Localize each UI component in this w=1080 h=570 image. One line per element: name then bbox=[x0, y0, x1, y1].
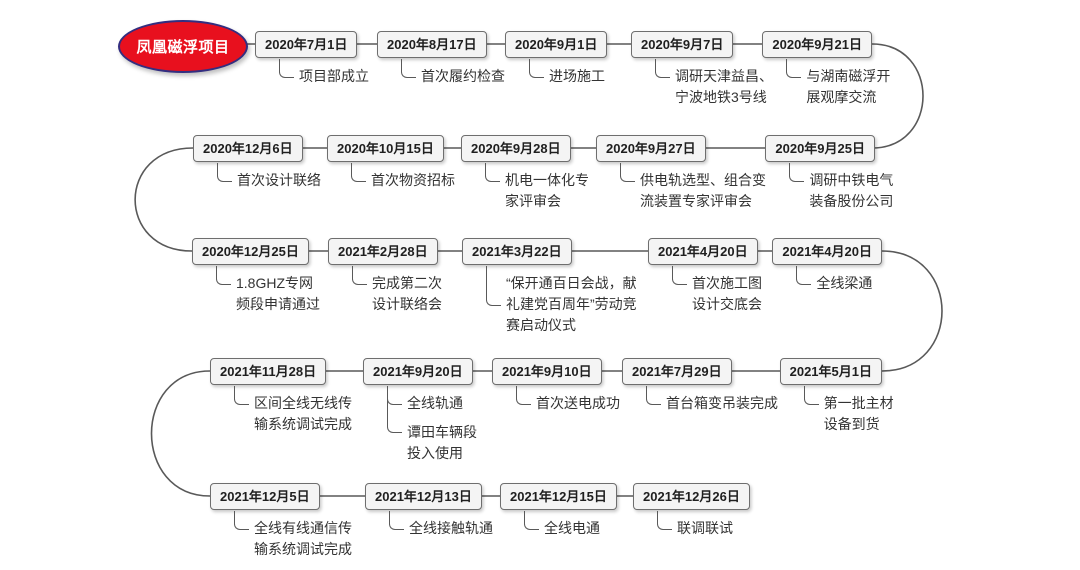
milestone-label: “保开通百日会战，献 礼建党百周年”劳动竞 赛启动仪式 bbox=[506, 275, 637, 333]
elbow-connector-icon bbox=[803, 386, 819, 405]
milestone-node: 2020年8月17日 首次履约检查 bbox=[377, 31, 505, 84]
milestone-date-box[interactable]: 2021年9月20日 bbox=[363, 358, 473, 385]
milestone-node: 2020年10月15日 首次物资招标 bbox=[327, 135, 455, 188]
milestone-node: 2020年9月25日 调研中铁电气 装备股份公司 bbox=[765, 135, 893, 209]
project-title: 凤凰磁浮项目 bbox=[136, 39, 230, 56]
milestone-node: 2020年9月28日 机电一体化专 家评审会 bbox=[461, 135, 589, 209]
milestone-node: 2021年5月1日 第一批主材 设备到货 bbox=[779, 358, 894, 432]
elbow-connector-icon bbox=[485, 163, 500, 182]
milestone-node: 2020年9月21日 与湖南磁浮开 展观摩交流 bbox=[762, 31, 890, 105]
elbow-connector-icon bbox=[672, 266, 687, 285]
milestone-label: 第一批主材 设备到货 bbox=[823, 395, 894, 432]
milestone-node: 2021年9月10日 首次送电成功 bbox=[492, 358, 620, 411]
milestone-date-box[interactable]: 2021年12月5日 bbox=[210, 483, 320, 510]
milestone-node: 2021年12月26日 联调联试 bbox=[633, 483, 750, 536]
milestone-label: 首次物资招标 bbox=[371, 172, 455, 188]
elbow-connector-icon bbox=[351, 163, 366, 182]
milestone-label: 联调联试 bbox=[677, 520, 733, 536]
elbow-connector-icon bbox=[796, 266, 812, 285]
milestone-label: 调研天津益昌、 宁波地铁3号线 bbox=[675, 68, 773, 105]
project-title-ellipse[interactable]: 凤凰磁浮项目 bbox=[118, 20, 248, 73]
milestone-date-box[interactable]: 2020年9月21日 bbox=[762, 31, 872, 58]
milestone-date-box[interactable]: 2021年3月22日 bbox=[462, 238, 572, 265]
milestone-node: 2020年9月1日 进场施工 bbox=[505, 31, 608, 84]
milestone-node: 2021年12月13日 全线接触轨通 bbox=[365, 483, 493, 536]
milestone-label: 首次设计联络 bbox=[237, 172, 321, 188]
elbow-connector-icon bbox=[389, 511, 404, 530]
elbow-connector-icon bbox=[234, 386, 249, 405]
milestone-date-box[interactable]: 2020年9月28日 bbox=[461, 135, 571, 162]
milestone-node: 2021年11月28日 区间全线无线传 输系统调试完成 bbox=[210, 358, 352, 432]
milestone-date-box[interactable]: 2021年7月29日 bbox=[622, 358, 732, 385]
milestone-label: 首次施工图 设计交底会 bbox=[692, 275, 762, 312]
elbow-connector-icon bbox=[620, 163, 635, 182]
milestone-node: 2021年2月28日 完成第二次 设计联络会 bbox=[328, 238, 442, 312]
milestone-date-box[interactable]: 2020年9月27日 bbox=[596, 135, 706, 162]
milestone-date-box[interactable]: 2021年11月28日 bbox=[210, 358, 327, 385]
milestone-node: 2020年12月25日 1.8GHZ专网 频段申请通过 bbox=[192, 238, 320, 312]
milestone-label: 首次履约检查 bbox=[421, 68, 505, 84]
milestone-date-box[interactable]: 2021年4月20日 bbox=[648, 238, 758, 265]
milestone-label: 调研中铁电气 装备股份公司 bbox=[809, 172, 894, 209]
elbow-connector-icon bbox=[646, 386, 661, 405]
milestone-label: 全线轨通 bbox=[407, 395, 463, 411]
elbow-connector-icon bbox=[217, 163, 232, 182]
elbow-connector-icon bbox=[279, 59, 294, 78]
elbow-connector-icon bbox=[486, 266, 501, 306]
elbow-connector-icon bbox=[516, 386, 531, 405]
milestone-node: 2021年12月15日 全线电通 bbox=[500, 483, 617, 536]
milestone-label: 区间全线无线传 输系统调试完成 bbox=[254, 395, 352, 432]
milestone-node: 2020年9月27日 供电轨选型、组合变 流装置专家评审会 bbox=[596, 135, 766, 209]
milestone-label: 全线电通 bbox=[544, 520, 600, 536]
milestone-node: 2021年3月22日 “保开通百日会战，献 礼建党百周年”劳动竞 赛启动仪式 bbox=[462, 238, 637, 333]
milestone-date-box[interactable]: 2020年10月15日 bbox=[327, 135, 444, 162]
milestone-date-box[interactable]: 2021年2月28日 bbox=[328, 238, 438, 265]
elbow-connector-icon bbox=[657, 511, 672, 530]
elbow-connector-icon bbox=[529, 59, 544, 78]
elbow-connector-icon bbox=[524, 511, 539, 530]
elbow-connector-icon bbox=[655, 59, 670, 78]
elbow-connector-icon bbox=[216, 266, 231, 285]
elbow-connector-icon bbox=[352, 266, 367, 285]
milestone-date-box[interactable]: 2020年12月6日 bbox=[193, 135, 303, 162]
milestone-node: 2020年9月7日 调研天津益昌、 宁波地铁3号线 bbox=[631, 31, 773, 105]
milestone-label: 与湖南磁浮开 展观摩交流 bbox=[806, 68, 891, 105]
milestone-date-box[interactable]: 2020年12月25日 bbox=[192, 238, 309, 265]
milestone-node: 2020年7月1日 项目部成立 bbox=[255, 31, 369, 84]
milestone-label: 全线梁通 bbox=[816, 275, 873, 291]
milestone-node: 2020年12月6日 首次设计联络 bbox=[193, 135, 321, 188]
milestone-date-box[interactable]: 2020年9月25日 bbox=[765, 135, 875, 162]
milestone-date-box[interactable]: 2021年12月26日 bbox=[633, 483, 750, 510]
milestone-node: 2021年4月20日 全线梁通 bbox=[772, 238, 882, 291]
milestone-date-box[interactable]: 2021年12月13日 bbox=[365, 483, 482, 510]
milestone-date-box[interactable]: 2020年9月1日 bbox=[505, 31, 608, 58]
milestone-date-box[interactable]: 2021年12月15日 bbox=[500, 483, 617, 510]
milestone-label: 全线接触轨通 bbox=[409, 520, 493, 536]
milestone-label: 谭田车辆段 投入使用 bbox=[407, 424, 477, 461]
milestone-date-box[interactable]: 2021年5月1日 bbox=[779, 358, 882, 385]
milestone-node: 2021年4月20日 首次施工图 设计交底会 bbox=[648, 238, 762, 312]
milestone-label: 首次送电成功 bbox=[536, 395, 620, 411]
milestone-label: 项目部成立 bbox=[299, 68, 369, 84]
milestone-label: 全线有线通信传 输系统调试完成 bbox=[254, 520, 352, 557]
milestone-label: 进场施工 bbox=[549, 68, 605, 84]
milestone-label: 首台箱变吊装完成 bbox=[666, 395, 778, 411]
elbow-connector-icon bbox=[401, 59, 416, 78]
milestone-node: 2021年7月29日 首台箱变吊装完成 bbox=[622, 358, 778, 411]
milestone-date-box[interactable]: 2021年4月20日 bbox=[772, 238, 882, 265]
elbow-connector-icon bbox=[234, 511, 249, 530]
elbow-connector-icon bbox=[786, 59, 802, 78]
milestone-label: 供电轨选型、组合变 流装置专家评审会 bbox=[640, 172, 766, 209]
milestone-label: 完成第二次 设计联络会 bbox=[372, 275, 442, 312]
elbow-connector-icon bbox=[387, 386, 402, 433]
milestone-date-box[interactable]: 2020年9月7日 bbox=[631, 31, 734, 58]
milestone-date-box[interactable]: 2021年9月10日 bbox=[492, 358, 602, 385]
milestone-label: 机电一体化专 家评审会 bbox=[505, 172, 589, 209]
milestone-date-box[interactable]: 2020年8月17日 bbox=[377, 31, 487, 58]
milestone-node: 2021年12月5日 全线有线通信传 输系统调试完成 bbox=[210, 483, 352, 557]
milestone-label: 1.8GHZ专网 频段申请通过 bbox=[236, 275, 320, 312]
elbow-connector-icon bbox=[789, 163, 805, 182]
milestone-node: 2021年9月20日 全线轨通 谭田车辆段 投入使用 bbox=[363, 358, 477, 461]
milestone-date-box[interactable]: 2020年7月1日 bbox=[255, 31, 358, 58]
